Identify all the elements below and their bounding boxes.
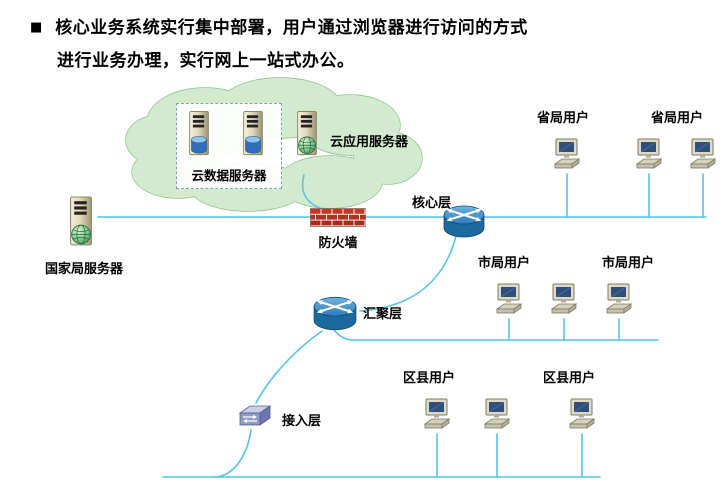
- provincial-pc-1-icon: [552, 138, 582, 174]
- district-pc-1-icon: [422, 398, 452, 434]
- header-line-2: 进行业务办理，实行网上一站式办公。: [57, 51, 355, 71]
- access-layer-label: 接入层: [282, 414, 322, 429]
- cloud-data-server-2-icon: [238, 110, 268, 158]
- city-pc-3-icon: [604, 283, 634, 319]
- national-server-label: 国家局服务器: [44, 262, 123, 277]
- header-line-1: 核心业务系统实行集中部署，用户通过浏览器进行访问的方式: [55, 18, 528, 38]
- city-user-label-2: 市局用户: [602, 256, 655, 271]
- city-user-label-1: 市局用户: [478, 256, 531, 271]
- aggregation-layer-label: 汇聚层: [363, 307, 403, 322]
- city-pc-1-icon: [494, 283, 524, 319]
- core-layer-label: 核心层: [412, 196, 452, 211]
- district-user-label-1: 区县用户: [403, 371, 456, 386]
- provincial-pc-3-icon: [688, 138, 718, 174]
- access-switch-icon: [238, 403, 272, 431]
- provincial-user-label-1: 省局用户: [537, 111, 590, 126]
- national-server-icon: [64, 196, 98, 248]
- aggregation-router-icon: [312, 294, 358, 332]
- district-pc-2-icon: [482, 398, 512, 434]
- city-pc-2-icon: [549, 283, 579, 319]
- header-line-1-row: ■ 核心业务系统实行集中部署，用户通过浏览器进行访问的方式: [30, 13, 528, 38]
- district-user-label-2: 区县用户: [543, 371, 596, 386]
- bullet-square-icon: ■: [30, 20, 43, 35]
- cloud-app-server-label: 云应用服务器: [330, 135, 409, 150]
- cloud-data-server-1-icon: [184, 110, 214, 158]
- firewall-icon: [310, 206, 366, 228]
- firewall-label: 防火墙: [318, 236, 358, 251]
- cloud-app-server-icon: [292, 110, 322, 158]
- header-line-2-row: 进行业务办理，实行网上一站式办公。: [57, 46, 355, 71]
- cloud-data-server-label: 云数据服务器: [191, 168, 267, 183]
- provincial-pc-2-icon: [634, 138, 664, 174]
- district-pc-3-icon: [567, 398, 597, 434]
- provincial-user-label-2: 省局用户: [651, 111, 704, 126]
